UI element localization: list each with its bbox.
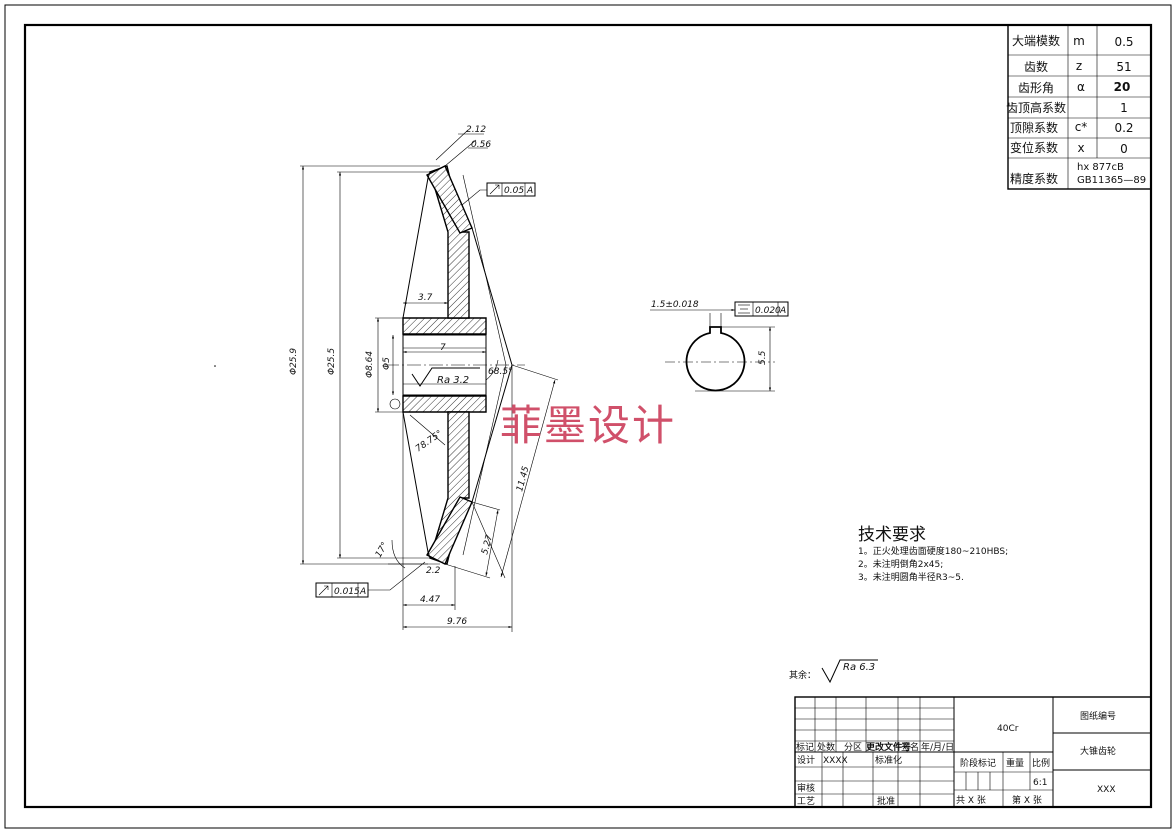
outer-border — [4, 4, 1172, 829]
part-name: 大锥齿轮 — [1080, 745, 1116, 757]
dim-total-width: 9.76 — [447, 617, 467, 627]
hdr-mark: 标记 — [796, 741, 814, 753]
param-value: 0 — [1120, 142, 1128, 156]
param-label: 顶隙系数 — [1010, 120, 1058, 135]
company-name: XXX — [1097, 785, 1116, 795]
dim-cone-distance: 11.45 — [515, 465, 531, 493]
dim-hub-diameter: Φ8.64 — [365, 351, 375, 378]
param-value: 1 — [1120, 101, 1128, 115]
param-label: 大端模数 — [1012, 33, 1060, 48]
dim-hub-length: 7 — [440, 343, 446, 353]
tol-value-bottom: 0.015 — [334, 587, 360, 597]
dim-outer-diameter: Φ25.9 — [289, 348, 299, 375]
hdr-count: 处数 — [817, 741, 835, 753]
dim-chamfer: 2.2 — [426, 566, 441, 576]
designer-name: XXXX — [823, 756, 848, 766]
weight-label: 重量 — [1006, 757, 1024, 769]
process-label: 工艺 — [797, 796, 815, 807]
general-roughness: 其余： Ra 6.3 — [789, 659, 878, 684]
scale-label: 比例 — [1032, 757, 1050, 769]
design-label: 设计 — [797, 754, 815, 766]
tol-value-top: 0.05 — [504, 186, 524, 196]
param-symbol: c* — [1075, 120, 1088, 134]
tol-datum-top: A — [526, 186, 533, 196]
standard-label: 标准化 — [875, 754, 902, 766]
dim-face-width: 5.27 — [480, 534, 495, 556]
param-label: 变位系数 — [1010, 140, 1058, 155]
dim-back-width: 4.47 — [420, 595, 440, 605]
key-tol-datum: A — [779, 306, 786, 316]
param-symbol: z — [1076, 59, 1082, 73]
sheet-number: 第 X 张 — [1012, 794, 1042, 806]
tol-datum-bottom: A — [359, 587, 366, 597]
dim-angle-root: 78.75° — [414, 429, 445, 455]
stage-label: 阶段标记 — [960, 757, 996, 769]
drawing-number: 图纸编号 — [1080, 710, 1116, 722]
param-symbol: α — [1077, 80, 1085, 94]
sheets-total: 共 X 张 — [956, 795, 986, 806]
tech-req-item: 3。未注明圆角半径R3~5. — [858, 571, 964, 583]
param-value: 0.5 — [1114, 35, 1133, 49]
dim-tip-offset: 0.56 — [471, 140, 491, 150]
dim-addendum: 2.12 — [466, 125, 486, 135]
precision-grade: hx 877cB — [1077, 162, 1124, 173]
param-label: 齿形角 — [1018, 81, 1054, 95]
params-table: 大端模数 m 0.5 齿数 z 51 齿形角 α 20 齿顶高系数 1 顶隙系数… — [1006, 24, 1152, 190]
tech-req-title: 技术要求 — [858, 525, 926, 545]
scale-value: 6:1 — [1033, 778, 1047, 788]
dim-key-width: 1.5±0.018 — [651, 300, 699, 310]
approve-label: 批准 — [877, 795, 895, 807]
roughness-label: 其余： — [789, 669, 816, 681]
symmetry-tolerance — [734, 301, 789, 317]
key-tol-value: 0.020 — [755, 306, 781, 316]
bore-roughness: Ra 3.2 — [437, 375, 469, 386]
param-label: 齿数 — [1024, 59, 1048, 74]
keyway-outline — [685, 326, 746, 392]
tech-req-item: 2。未注明倒角2x45; — [858, 558, 943, 570]
tech-req-item: 1。正火处理齿面硬度180~210HBS; — [858, 545, 1008, 557]
param-value: 20 — [1114, 80, 1131, 94]
dim-key-depth: 5.5 — [758, 350, 768, 365]
roughness-value: Ra 6.3 — [843, 662, 875, 673]
dim-angle-face: 68.5° — [488, 367, 513, 377]
watermark: 菲墨设计 — [500, 401, 676, 450]
hdr-sign: 签名 — [901, 741, 919, 753]
gear-section-view: Φ25.9 Φ25.5 Φ8.64 Φ5 7 3.7 Ra 3.2 68.5° … — [214, 125, 559, 632]
param-value: 0.2 — [1114, 121, 1133, 135]
review-label: 审核 — [797, 782, 815, 794]
dim-angle-back: 17° — [374, 541, 391, 560]
hub-lower-section — [402, 395, 487, 413]
keyway-view: 1.5±0.018 0.020 A 5.5 — [650, 300, 789, 392]
material: 40Cr — [997, 724, 1019, 734]
hdr-zone: 分区 — [844, 742, 862, 753]
runout-tolerance-top — [486, 182, 536, 197]
precision-standard: GB11365—89 — [1077, 175, 1146, 186]
precision-label: 精度系数 — [1010, 171, 1058, 186]
dim-hub-offset: 3.7 — [418, 293, 433, 303]
hdr-change-doc: 更改文件号 — [866, 741, 911, 753]
hdr-date: 年/月/日 — [921, 741, 954, 753]
param-value: 51 — [1116, 60, 1131, 74]
dim-bore-diameter: Φ5 — [382, 357, 392, 370]
title-block: 标记 处数 分区 更改文件号 签名 年/月/日 设计 XXXX 标准化 审核 工… — [794, 696, 1152, 808]
param-label: 齿顶高系数 — [1006, 100, 1066, 115]
param-symbol: x — [1077, 141, 1084, 155]
param-symbol: m — [1073, 34, 1085, 48]
frame-border — [23, 23, 1153, 809]
technical-requirements: 技术要求 1。正火处理齿面硬度180~210HBS; 2。未注明倒角2x45; … — [858, 525, 1008, 583]
dim-pitch-diameter: Φ25.5 — [327, 348, 337, 375]
hub-upper-section — [402, 317, 487, 335]
